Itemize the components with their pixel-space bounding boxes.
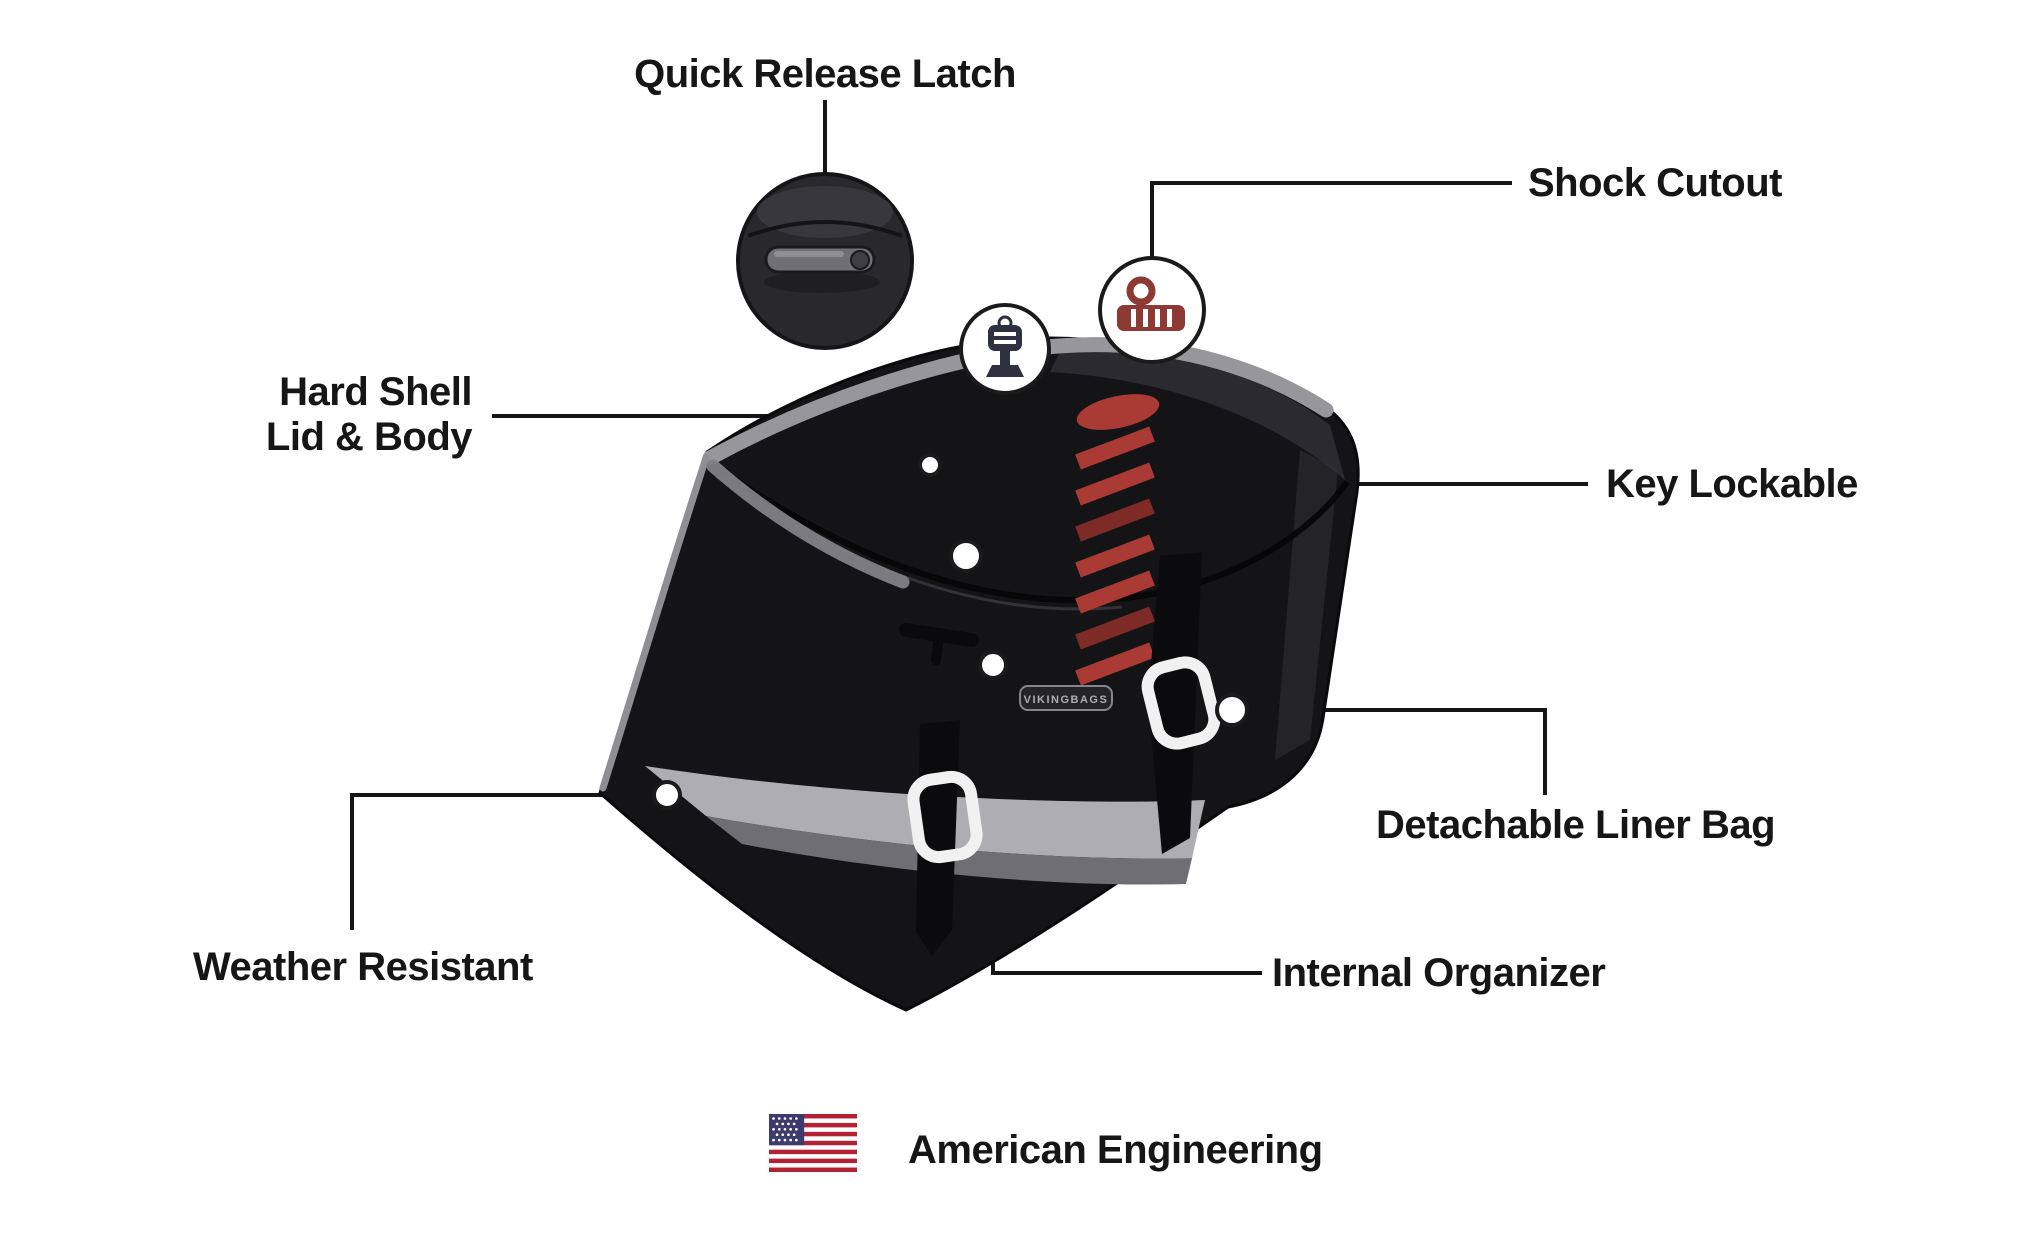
bag-silhouette [598,336,1360,1012]
shock-reflection [1075,394,1160,686]
left-edge-piping [599,454,710,792]
callout-anchor-dots [652,453,1249,810]
quick-release-latch-inset-icon [736,172,914,350]
buckle-left [907,770,983,864]
shock-cutout-inset [1098,256,1206,364]
label-hard-shell-line1: Hard Shell [279,370,472,414]
callout-line-shock-cutout [1150,181,1512,259]
buckle-right [1141,656,1221,750]
anchor-dot-internal-organizer [978,650,1008,680]
anchor-dot-hard-shell-body [949,539,983,573]
anchor-dot-weather-resistant [652,780,682,810]
strap-right [1148,552,1202,854]
key-icon [986,315,1024,377]
anchor-dot-detachable-liner [1215,693,1249,727]
label-hard-shell-line2: Lid & Body [265,414,473,459]
label-shock-cutout: Shock Cutout [1528,161,1782,205]
callout-line-weather-resistant [350,793,653,930]
brand-badge: VIKINGBAGS [1019,685,1113,711]
bag-gloss-right [1275,450,1338,760]
shock-absorber-icon [1117,276,1185,331]
organizer-pull-handle [899,623,979,665]
lid-left-gray-crescent [706,459,910,589]
callout-line-detachable-liner [1247,708,1547,795]
label-american-engineering: American Engineering [908,1128,1323,1172]
anchor-dot-hard-shell-lid [918,453,942,477]
label-internal-organizer: Internal Organizer [1272,951,1606,995]
label-weather-resistant: Weather Resistant [193,945,533,989]
label-quick-release-latch: Quick Release Latch [634,52,1016,96]
key-lockable-inset [959,303,1051,395]
brand-badge-text: VIKINGBAGS [1024,694,1109,706]
label-key-lockable: Key Lockable [1606,462,1858,506]
saddlebag-body: VIKINGBAGS [598,336,1360,1012]
label-detachable-liner-bag: Detachable Liner Bag [1376,803,1776,847]
label-hard-shell-lid-body: Hard Shell Lid & Body [170,370,473,460]
straps-and-buckles [907,552,1221,956]
us-flag-icon [769,1114,857,1172]
bag-gloss-top [1050,351,1345,480]
